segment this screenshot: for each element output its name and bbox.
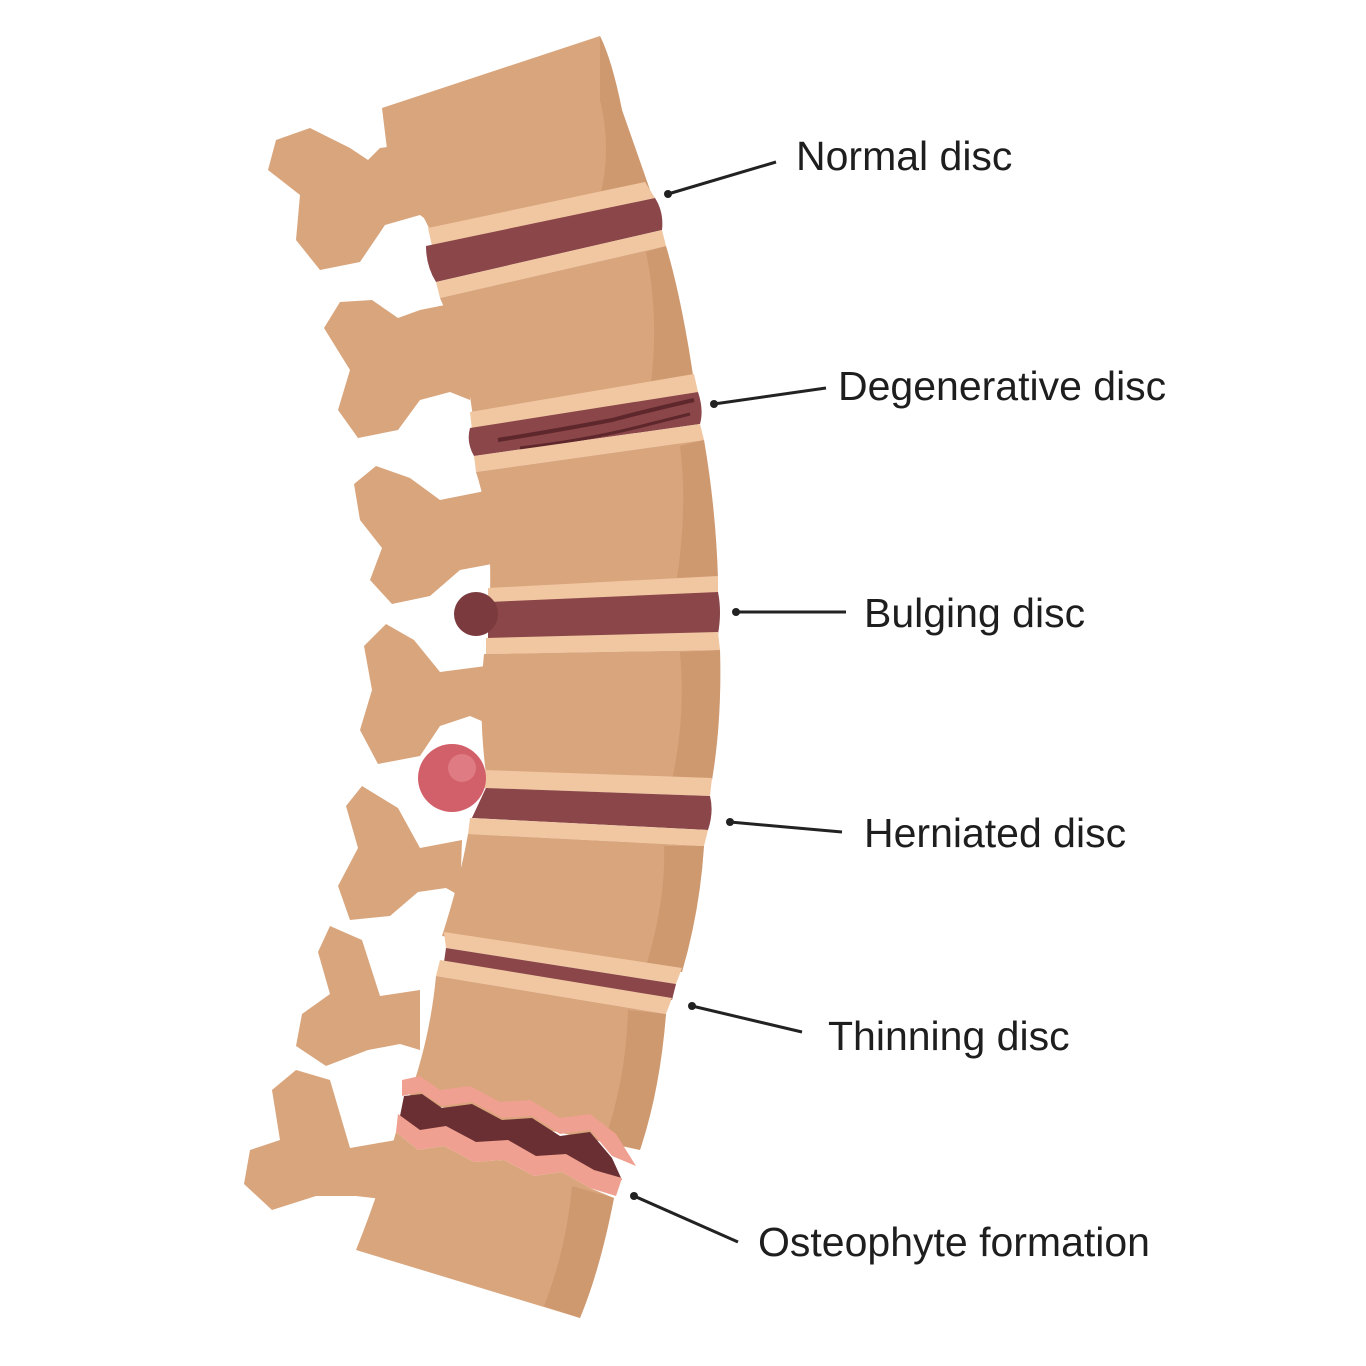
vertebra-4-endplate-bottom — [482, 770, 712, 796]
herniated-disc-body — [472, 788, 712, 830]
herniated-disc-hernia-highlight — [448, 754, 476, 782]
leader-line-thinning — [691, 1004, 803, 1034]
osteophyte-upper-edge — [402, 1076, 636, 1166]
vertebra-5-body — [442, 834, 704, 972]
osteophyte-lower-edge — [396, 1114, 622, 1196]
vertebra-3-shade — [676, 440, 718, 584]
vertebra-2-endplate-bottom — [470, 374, 698, 430]
vertebra-3 — [354, 424, 718, 604]
vertebra-7-shade — [544, 1186, 614, 1318]
osteophyte-disc — [400, 1094, 622, 1180]
vertebra-3-body — [476, 440, 718, 594]
vertebra-4-shade — [672, 650, 721, 780]
degenerative-disc-crack-1 — [497, 398, 695, 442]
vertebra-7-process — [244, 1070, 396, 1210]
labels: Normal disc Degenerative disc Bulging di… — [758, 133, 1166, 1265]
vertebra-1-body — [382, 36, 650, 230]
label-osteophyte-formation: Osteophyte formation — [758, 1219, 1150, 1265]
bulging-disc — [454, 592, 720, 640]
osteophyte-formation — [396, 1076, 636, 1196]
vertebra-5-endplate-top — [468, 818, 708, 846]
vertebra-5-shade — [646, 846, 704, 972]
leader-line-degenerative — [713, 386, 827, 406]
leader-lines — [630, 160, 846, 1244]
normal-disc — [426, 198, 663, 282]
vertebra-5 — [338, 786, 708, 984]
vertebra-4-body — [481, 650, 721, 780]
vertebra-7-body — [356, 1132, 614, 1318]
vertebra-4 — [360, 624, 721, 796]
label-degenerative-disc: Degenerative disc — [838, 363, 1166, 409]
vertebra-2 — [324, 230, 698, 438]
herniated-disc-hernia — [418, 744, 486, 812]
vertebra-3-process — [354, 466, 492, 604]
vertebra-2-process — [324, 300, 470, 438]
leader-dot-thinning — [688, 1002, 696, 1010]
vertebra-5-process — [338, 786, 462, 920]
leader-dot-normal — [664, 190, 672, 198]
vertebra-6-process — [296, 926, 420, 1066]
label-normal-disc: Normal disc — [796, 133, 1012, 179]
vertebra-3-endplate-top — [474, 424, 704, 472]
leader-line-normal — [667, 160, 777, 196]
leader-dot-herniated — [726, 818, 734, 826]
leader-dot-bulging — [732, 608, 740, 616]
vertebra-5-endplate-bottom — [444, 932, 682, 984]
vertebra-1-shade — [600, 36, 650, 196]
vertebra-4-endplate-top — [486, 632, 720, 654]
vertebra-2-shade — [646, 246, 694, 390]
bulging-disc-body — [488, 592, 720, 640]
vertebra-2-body — [440, 246, 694, 428]
leader-dot-osteophyte — [630, 1192, 638, 1200]
degenerative-disc-crack-2 — [519, 412, 691, 450]
vertebra-6-shade — [604, 1010, 666, 1150]
vertebra-3-endplate-bottom — [488, 576, 718, 604]
leader-line-herniated — [729, 820, 843, 834]
label-herniated-disc: Herniated disc — [864, 810, 1126, 856]
vertebra-7 — [244, 1070, 614, 1318]
herniated-disc — [418, 744, 712, 830]
leader-line-osteophyte — [633, 1194, 739, 1244]
bulging-disc-bulge — [454, 592, 498, 636]
vertebra-1 — [268, 36, 655, 270]
leader-dot-degenerative — [710, 400, 718, 408]
degenerative-disc — [468, 392, 702, 456]
thinning-disc — [444, 948, 676, 1000]
vertebra-6-endplate-top — [436, 960, 672, 1014]
vertebra-2-endplate-top — [436, 230, 666, 298]
vertebra-4-process — [360, 624, 486, 764]
label-thinning-disc: Thinning disc — [828, 1013, 1070, 1059]
herniated-disc-leak — [472, 788, 500, 818]
vertebra-1-endplate — [428, 182, 655, 246]
label-bulging-disc: Bulging disc — [864, 590, 1085, 636]
